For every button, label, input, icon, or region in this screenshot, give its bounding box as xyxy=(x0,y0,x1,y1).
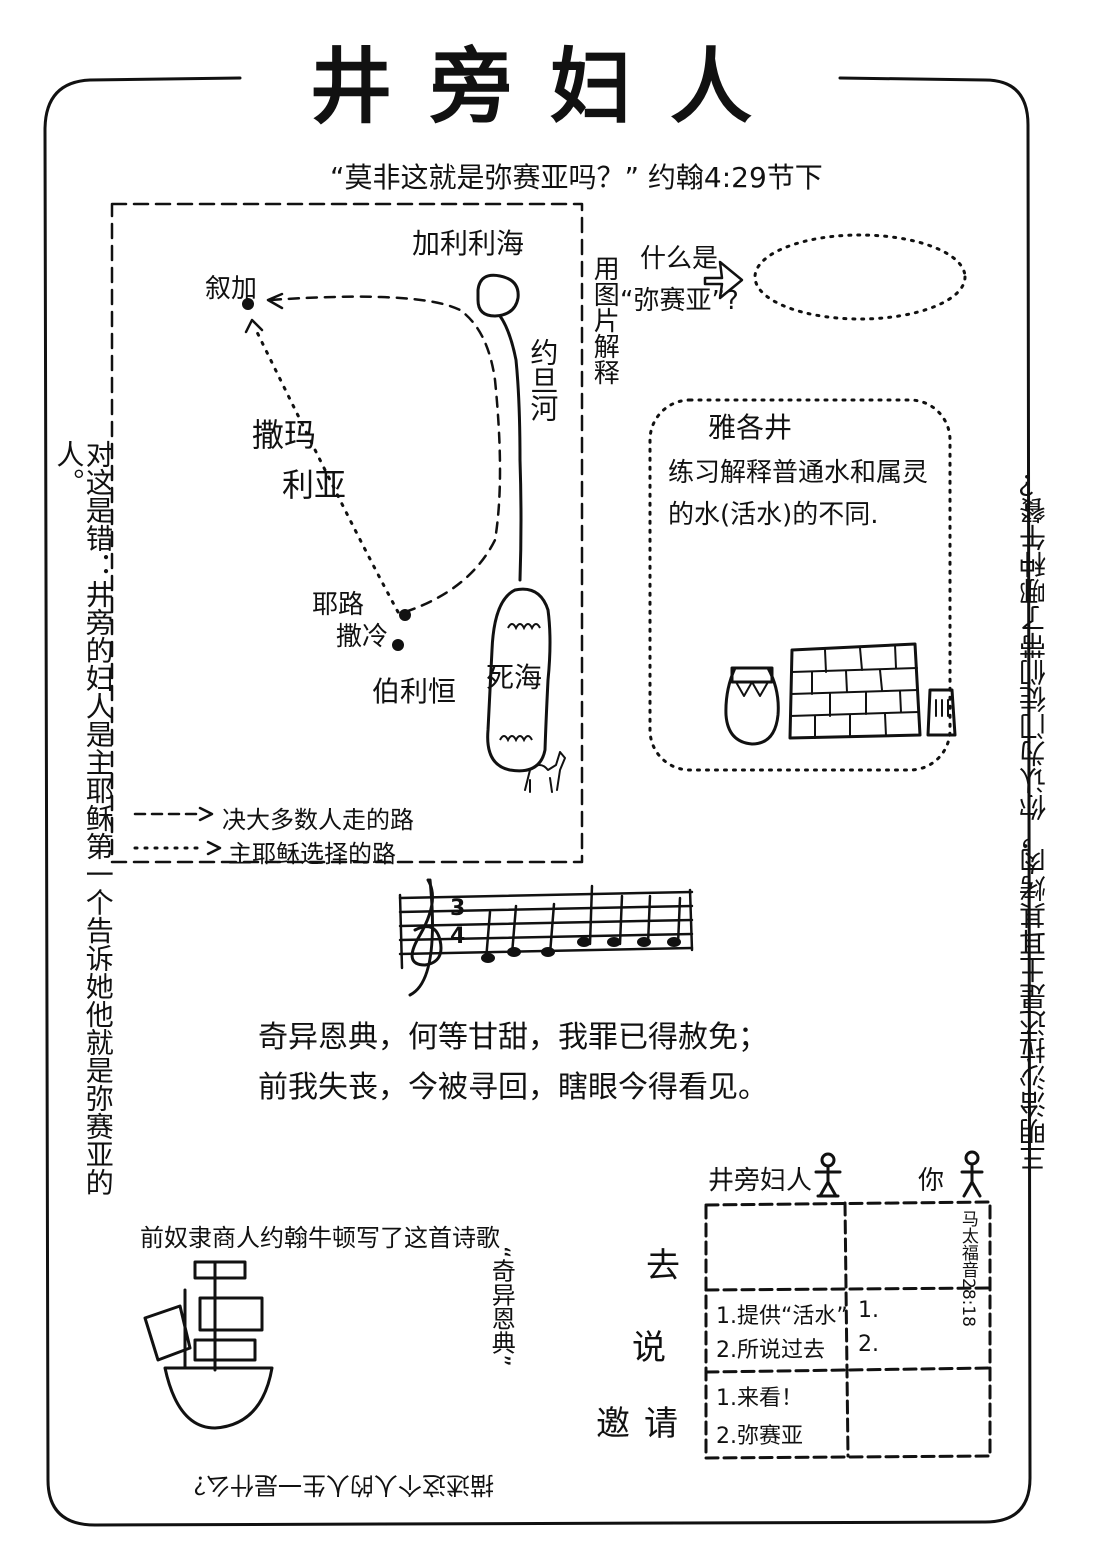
ship-drawing xyxy=(143,1260,274,1430)
messiah-bubble xyxy=(753,233,967,321)
camel xyxy=(524,751,566,793)
bethlehem-dot xyxy=(392,639,404,651)
map-label-bethlehem: 伯利恒 xyxy=(372,675,457,708)
verse-subtitle: “莫非这就是弥赛亚吗？” 约翰4:29节下 xyxy=(330,161,823,194)
verb-tell: 说 xyxy=(632,1328,680,1368)
time-signature-bottom: 4 xyxy=(450,924,466,949)
lunch-question: 三明治沙拉还是土耳其烤肉，你认为门徒们带了哪种午餐？ xyxy=(1020,470,1051,1172)
explain-with-pictures: 用图片解释 xyxy=(589,255,620,385)
water-jar xyxy=(724,666,780,746)
jesus-route xyxy=(254,328,400,614)
comparison-table xyxy=(704,1150,992,1460)
row2-right-line2: 2. xyxy=(858,1332,879,1357)
map-label-galilee: 加利利海 xyxy=(412,227,525,260)
table-col-you: 你 xyxy=(918,1166,945,1196)
common-route xyxy=(268,295,502,614)
row2-left-line2: 2.所说过去 xyxy=(716,1338,825,1363)
galilee-sea-shape xyxy=(476,273,520,318)
outer-frame xyxy=(43,76,1032,1527)
brick-well xyxy=(788,642,922,740)
ship-bottom-question: 描述这个人的人生一是什么？ xyxy=(182,1471,494,1499)
true-false-question: 对这是错：井旁的妇人是主耶稣第一个告诉她他就是弥赛亚的人。 xyxy=(52,440,115,1196)
row3-left-line2: 2.弥赛亚 xyxy=(716,1424,803,1449)
row2-right-line1: 1. xyxy=(858,1298,879,1323)
legend-jesus-route: 主耶稣选择的路 xyxy=(228,840,396,868)
row3-left-line1: 1.来看！ xyxy=(716,1386,803,1411)
hymn-line1: 奇异恩典，何等甘甜，我罪已得赦免； xyxy=(258,1020,768,1055)
legend-common-route: 决大多数人走的路 xyxy=(222,806,414,834)
messiah-question-line2: “弥赛亚”? xyxy=(620,286,739,316)
messiah-arrow xyxy=(703,260,744,300)
jordan-river-shape xyxy=(498,314,523,582)
well-text-line1: 练习解释普通水和属灵 xyxy=(668,458,929,488)
well-text-line2: 的水(活水)的不同. xyxy=(668,500,879,530)
table-col-woman: 井旁妇人 xyxy=(708,1166,813,1196)
map-label-jerusalem-2: 撒冷 xyxy=(336,622,389,652)
map-label-jerusalem-1: 耶路 xyxy=(312,590,365,620)
jerusalem-dot xyxy=(399,609,411,621)
ship-caption: 前奴隶商人约翰牛顿写了这首诗歌 xyxy=(140,1224,500,1252)
sychar-dot xyxy=(242,298,254,310)
row2-left-line1: 1.提供“活水” xyxy=(716,1304,848,1329)
music-staff xyxy=(398,878,694,997)
map-box xyxy=(110,202,584,864)
messiah-question-line1: 什么是 xyxy=(640,244,719,274)
treble-clef xyxy=(408,878,443,997)
map-label-samaria-2: 利亚 xyxy=(282,466,347,504)
small-jar xyxy=(926,688,957,737)
well-box xyxy=(648,398,952,772)
verb-go: 去 xyxy=(646,1246,694,1286)
well-title: 雅各井 xyxy=(708,411,793,444)
ship-song-title: “奇异恩典” xyxy=(487,1246,516,1367)
table-side-reference: 马太福音28:18 xyxy=(957,1210,978,1327)
verb-invite: 邀请 xyxy=(596,1404,692,1444)
hymn-line2: 前我失丧，今被寻回，瞎眼今得看见。 xyxy=(258,1070,768,1105)
page-title: 井旁妇人 xyxy=(309,39,790,135)
map-label-samaria-1: 撒玛 xyxy=(252,416,317,454)
map-label-sychar: 叙加 xyxy=(205,274,258,304)
map-label-jordan: 约旦河 xyxy=(526,338,560,422)
map-label-dead-sea: 死海 xyxy=(486,661,543,694)
time-signature-top: 3 xyxy=(450,896,466,921)
